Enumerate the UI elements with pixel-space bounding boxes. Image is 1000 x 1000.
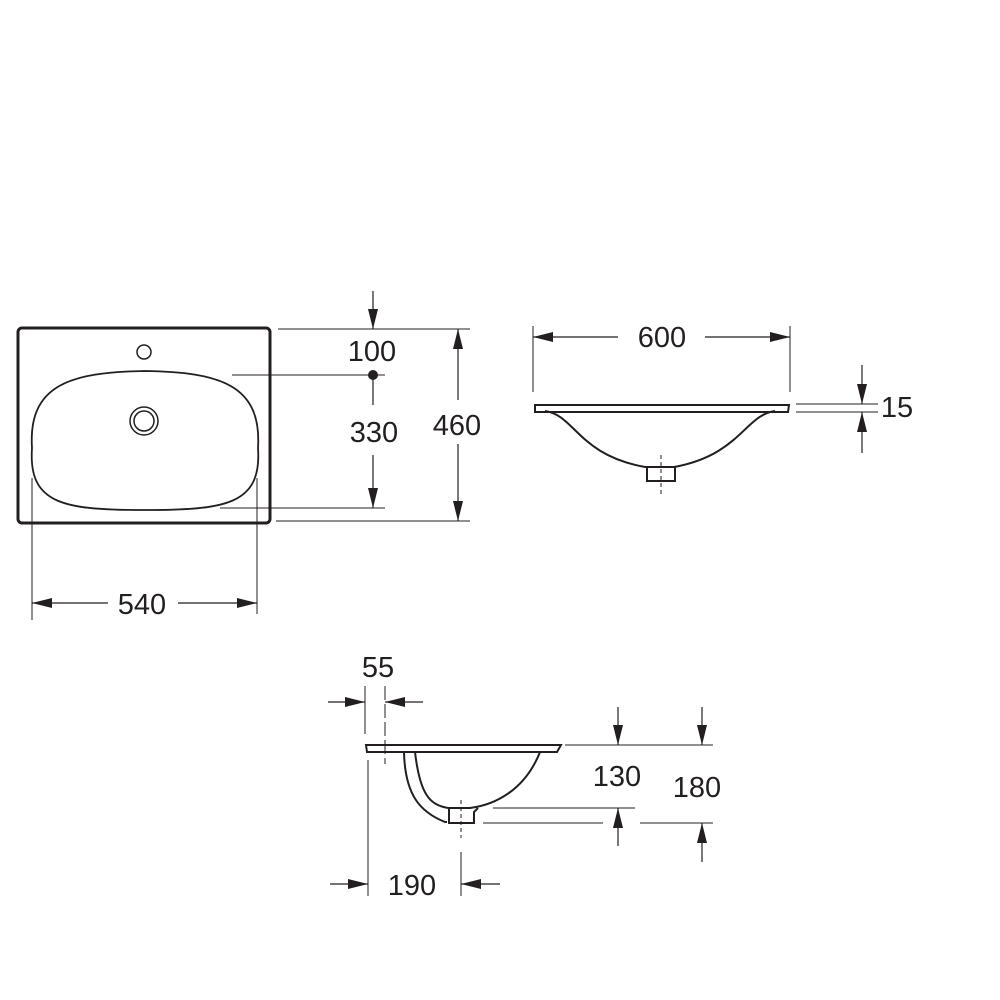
side-drain-outlet bbox=[448, 807, 479, 824]
drain-outlet bbox=[646, 467, 676, 482]
basin-outline bbox=[16, 326, 272, 525]
overflow-channel-inner bbox=[414, 751, 449, 809]
side-rim bbox=[364, 744, 563, 753]
bowl-profile bbox=[544, 410, 776, 468]
rim-profile bbox=[534, 404, 791, 413]
dim-depth: 460 bbox=[433, 410, 481, 442]
dim-width: 540 bbox=[118, 589, 166, 621]
dim-overall-width: 600 bbox=[638, 322, 686, 354]
overflow-channel-outer bbox=[403, 751, 447, 823]
dim-rim-thickness: 15 bbox=[881, 392, 913, 424]
front-view: 600 15 bbox=[532, 322, 913, 495]
drain-inner-icon bbox=[133, 410, 155, 432]
dim-tap-from-back: 55 bbox=[362, 652, 394, 684]
dim-drain-from-back: 190 bbox=[388, 870, 436, 902]
dim-bowl-depth-plan: 330 bbox=[350, 417, 398, 449]
top-view: 100 330 460 540 bbox=[16, 291, 481, 621]
dim-tap-offset: 100 bbox=[348, 336, 396, 368]
drain-outer-icon bbox=[129, 406, 159, 436]
dim-bowl-depth: 130 bbox=[593, 761, 641, 793]
bowl-outline bbox=[30, 370, 260, 511]
side-view: 55 130 180 190 bbox=[328, 652, 721, 902]
dim-overall-height: 180 bbox=[673, 772, 721, 804]
side-bowl-curve bbox=[448, 751, 541, 809]
tap-hole-icon bbox=[136, 344, 152, 360]
